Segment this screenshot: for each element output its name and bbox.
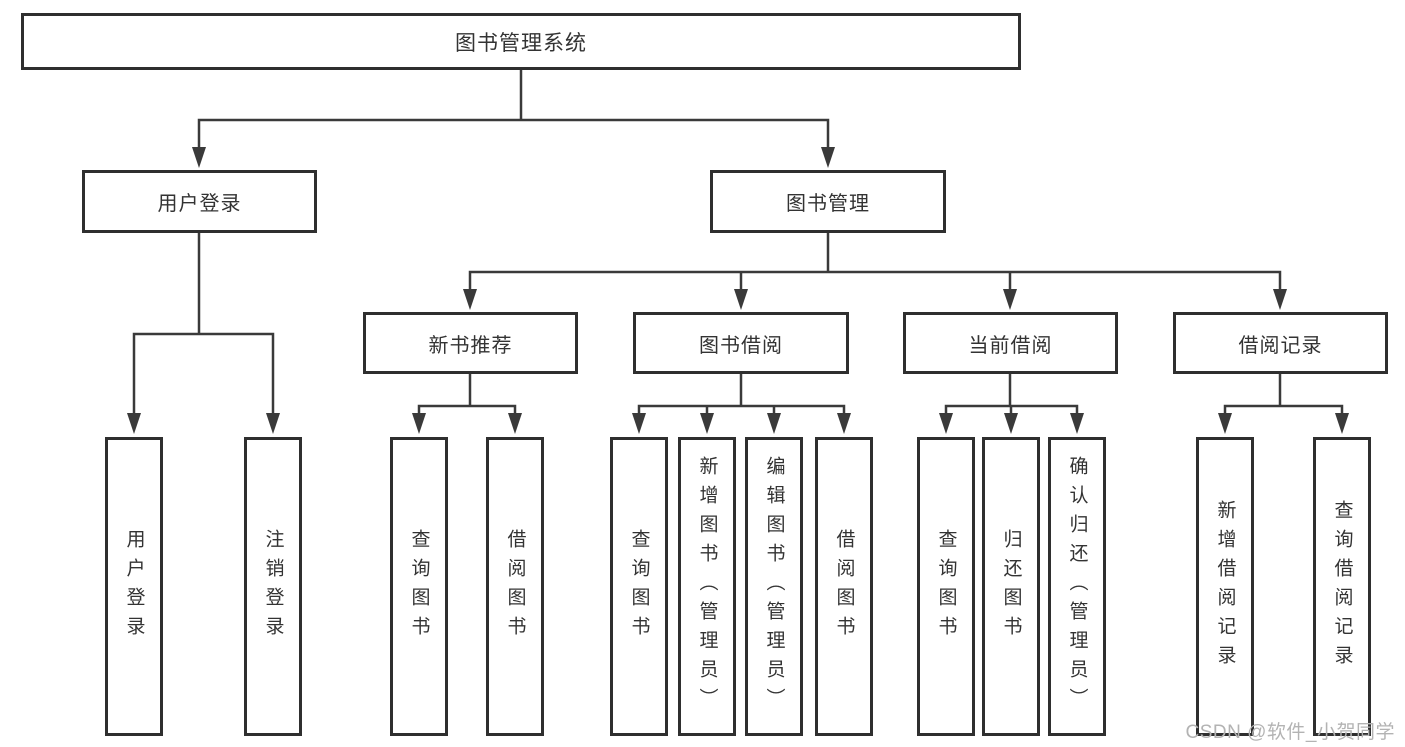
arrowhead xyxy=(192,147,206,168)
arrowhead xyxy=(508,413,522,434)
arrowhead xyxy=(1273,289,1287,310)
arrowhead xyxy=(821,147,835,168)
leaf-cb-return-book-label: 归还图书 xyxy=(1000,528,1022,645)
node-book-mgmt: 图书管理 xyxy=(710,170,946,233)
wire-current-borrow-branch xyxy=(939,372,1084,434)
node-book-borrow: 图书借阅 xyxy=(633,312,849,374)
arrowhead xyxy=(767,413,781,434)
leaf-cb-query-book: 查询图书 xyxy=(917,437,975,736)
arrowhead xyxy=(734,289,748,310)
wire-new-book-rec-branch xyxy=(412,372,522,434)
arrowhead xyxy=(127,413,141,434)
leaf-br-add-record: 新增借阅记录 xyxy=(1196,437,1254,736)
node-user-login: 用户登录 xyxy=(82,170,317,233)
leaf-bb-edit-book: 编辑图书（管理员） xyxy=(745,437,803,736)
leaf-bb-add-book: 新增图书（管理员） xyxy=(678,437,736,736)
wire-root-to-level2 xyxy=(192,68,835,168)
leaf-bb-borrow-book: 借阅图书 xyxy=(815,437,873,736)
arrowhead xyxy=(837,413,851,434)
leaf-cb-confirm-return-label: 确认归还（管理员） xyxy=(1066,456,1088,717)
node-book-mgmt-label: 图书管理 xyxy=(786,193,870,215)
arrowhead xyxy=(632,413,646,434)
node-new-book-rec: 新书推荐 xyxy=(363,312,578,374)
node-current-borrow-label: 当前借阅 xyxy=(968,334,1053,357)
arrowhead xyxy=(1003,289,1017,310)
leaf-logout-label: 注销登录 xyxy=(262,528,284,645)
arrowhead xyxy=(939,413,953,434)
leaf-user-login-label: 用户登录 xyxy=(123,528,145,645)
node-borrow-records: 借阅记录 xyxy=(1173,312,1388,374)
leaf-cb-return-book: 归还图书 xyxy=(982,437,1040,736)
leaf-br-query-record: 查询借阅记录 xyxy=(1313,437,1371,736)
leaf-cb-query-book-label: 查询图书 xyxy=(935,528,957,645)
leaf-rec-query-book: 查询图书 xyxy=(390,437,448,736)
leaf-bb-query-book-label: 查询图书 xyxy=(628,528,650,645)
leaf-bb-borrow-book-label: 借阅图书 xyxy=(833,528,855,645)
leaf-logout: 注销登录 xyxy=(244,437,302,736)
arrowhead xyxy=(412,413,426,434)
wire-borrow-records-branch xyxy=(1218,372,1349,434)
leaf-rec-borrow-book-label: 借阅图书 xyxy=(504,528,526,645)
leaf-user-login: 用户登录 xyxy=(105,437,163,736)
wire-user-login-branch xyxy=(127,231,280,434)
watermark: CSDN @软件_小贺同学 xyxy=(1185,722,1395,743)
leaf-cb-confirm-return: 确认归还（管理员） xyxy=(1048,437,1106,736)
leaf-bb-query-book: 查询图书 xyxy=(610,437,668,736)
arrowhead xyxy=(1218,413,1232,434)
leaf-br-add-record-label: 新增借阅记录 xyxy=(1214,499,1236,674)
arrowhead xyxy=(266,413,280,434)
wire-book-borrow-branch xyxy=(632,372,851,434)
leaf-br-query-record-label: 查询借阅记录 xyxy=(1331,499,1353,674)
node-book-borrow-label: 图书借阅 xyxy=(699,334,783,357)
arrowhead xyxy=(463,289,477,310)
wire-book-mgmt-to-level3 xyxy=(463,231,1287,310)
arrowhead xyxy=(1335,413,1349,434)
arrowhead xyxy=(700,413,714,434)
leaf-rec-query-book-label: 查询图书 xyxy=(408,528,430,645)
leaf-bb-edit-book-label: 编辑图书（管理员） xyxy=(763,456,785,717)
node-root-label: 图书管理系统 xyxy=(455,31,587,55)
arrowhead xyxy=(1004,413,1018,434)
node-borrow-records-label: 借阅记录 xyxy=(1238,334,1323,357)
node-user-login-label: 用户登录 xyxy=(157,193,242,215)
leaf-rec-borrow-book: 借阅图书 xyxy=(486,437,544,736)
leaf-bb-add-book-label: 新增图书（管理员） xyxy=(696,456,718,717)
node-current-borrow: 当前借阅 xyxy=(903,312,1118,374)
node-root: 图书管理系统 xyxy=(21,13,1021,70)
node-new-book-rec-label: 新书推荐 xyxy=(428,334,513,357)
arrowhead xyxy=(1070,413,1084,434)
